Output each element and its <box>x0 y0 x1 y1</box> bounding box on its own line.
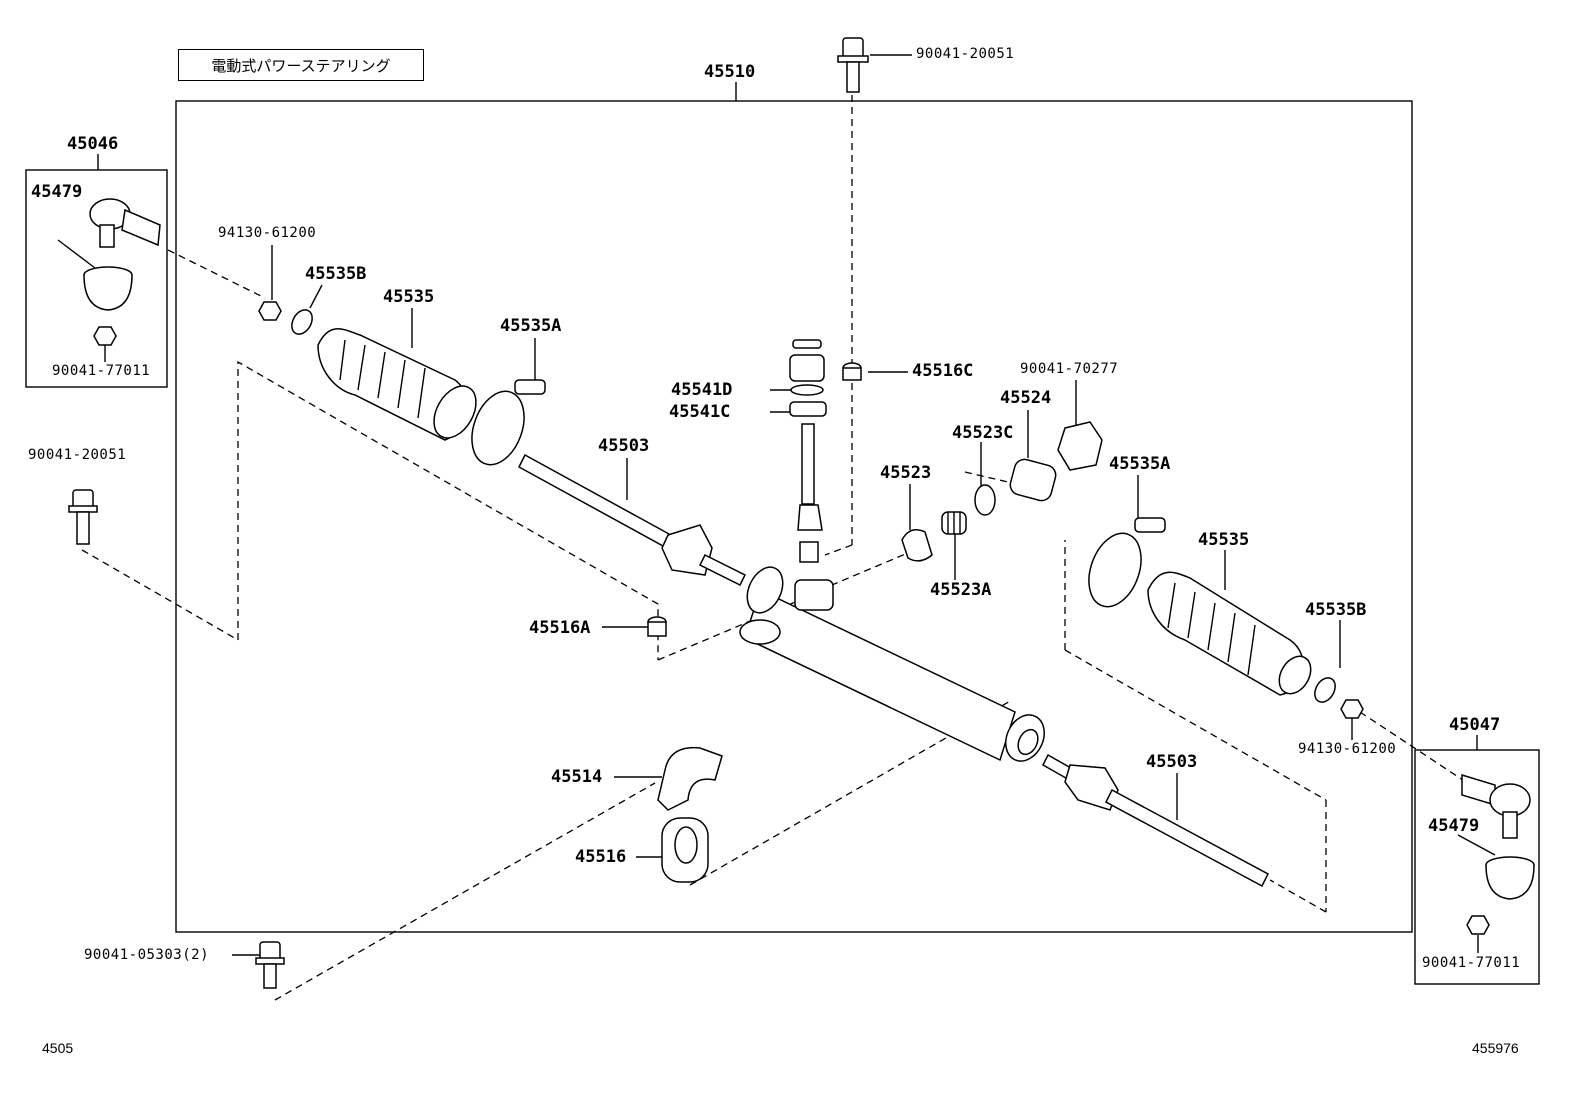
nut-right-kit <box>1466 915 1490 935</box>
clip-b-left <box>291 309 313 335</box>
locknut-label: 90041-70277 <box>1020 361 1119 377</box>
seal-c-label: 45541C <box>669 402 731 422</box>
assembly-frame <box>175 100 1413 933</box>
nut-kit-right-label: 90041-77011 <box>1422 955 1521 971</box>
nut-left-label: 94130-61200 <box>218 225 317 241</box>
boot-right <box>1147 571 1312 696</box>
spring <box>941 511 967 535</box>
clip-b-right-label: 45535B <box>1305 600 1367 620</box>
rack-guide <box>901 529 933 562</box>
tie-rod-right <box>1042 753 1269 888</box>
adjuster-plug <box>1009 458 1057 502</box>
plug-label: 45524 <box>1000 388 1052 408</box>
locknut <box>1057 421 1103 471</box>
diagram-title: 電動式パワーステアリング <box>178 49 424 81</box>
cap-a <box>647 616 667 637</box>
footer-right-code: 455976 <box>1472 1040 1519 1056</box>
right-kit-number-label: 45047 <box>1449 715 1501 735</box>
tie-end-left-label: 45479 <box>31 182 83 202</box>
pinion-assembly <box>789 339 827 563</box>
dust-boot-left-kit <box>83 266 133 311</box>
nut-right-label: 94130-61200 <box>1298 741 1397 757</box>
footer-left-code: 4505 <box>42 1040 74 1056</box>
clamp-a-right-label: 45535A <box>1109 454 1171 474</box>
assembly-number-label: 45510 <box>704 62 756 82</box>
bushing <box>661 817 709 883</box>
clip-b-left-label: 45535B <box>305 264 367 284</box>
cap-a-label: 45516A <box>529 618 591 638</box>
clamp-a-left-label: 45535A <box>500 316 562 336</box>
dust-boot-right-kit <box>1485 856 1535 900</box>
nut-kit-left-label: 90041-77011 <box>52 363 151 379</box>
clamp-a-right <box>1088 517 1166 608</box>
washer <box>974 484 996 516</box>
bolt-bottom <box>255 941 285 989</box>
nut-left <box>258 301 282 321</box>
boot-left <box>317 328 477 441</box>
nut-right <box>1340 699 1364 719</box>
tie-rod-end-left <box>89 198 161 248</box>
cap-c-label: 45516C <box>912 361 974 381</box>
left-kit-number-label: 45046 <box>67 134 119 154</box>
left-kit-frame <box>25 169 168 388</box>
spring-label: 45523A <box>930 580 992 600</box>
clamp-a-left <box>471 379 546 466</box>
nut-left-kit <box>93 326 117 346</box>
bushing-label: 45516 <box>575 847 627 867</box>
bolt-top-label: 90041-20051 <box>916 46 1015 62</box>
bracket-label: 45514 <box>551 767 603 787</box>
tie-end-right-label: 45479 <box>1428 816 1480 836</box>
bolt-bottom-label: 90041-05303(2) <box>84 947 210 963</box>
rack-housing <box>739 566 1045 762</box>
seal-d-label: 45541D <box>671 380 733 400</box>
tie-rod-end-right <box>1461 773 1531 839</box>
washer-label: 45523C <box>952 423 1014 443</box>
guide-label: 45523 <box>880 463 932 483</box>
tie-rod-right-label: 45503 <box>1146 752 1198 772</box>
bracket <box>657 746 723 811</box>
bolt-top <box>837 37 869 93</box>
cap-c <box>842 362 862 381</box>
bolt-left <box>68 489 98 545</box>
tie-rod-left <box>518 453 747 587</box>
clip-b-right <box>1314 677 1336 703</box>
boot-left-label: 45535 <box>383 287 435 307</box>
boot-right-label: 45535 <box>1198 530 1250 550</box>
bolt-left-label: 90041-20051 <box>28 447 127 463</box>
tie-rod-left-label: 45503 <box>598 436 650 456</box>
